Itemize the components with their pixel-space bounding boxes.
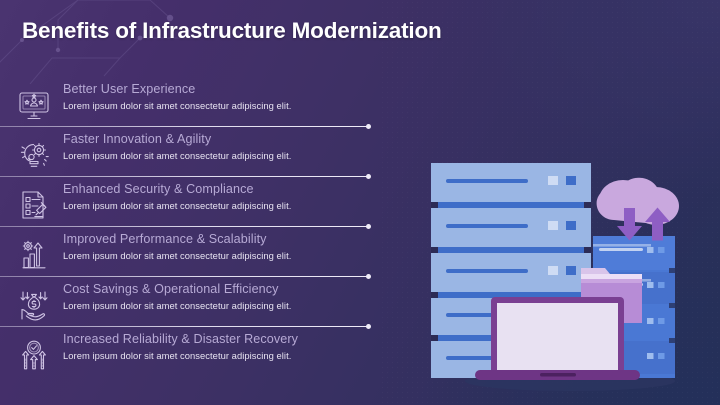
row-divider [0,123,371,130]
list-item[interactable]: Better User Experience Lorem ipsum dolor… [0,80,400,130]
benefit-heading: Cost Savings & Operational Efficiency [63,282,279,296]
list-item[interactable]: Enhanced Security & Compliance Lorem ips… [0,180,400,230]
benefit-body: Lorem ipsum dolor sit amet consectetur a… [63,200,292,211]
row-divider [0,173,371,180]
benefit-body: Lorem ipsum dolor sit amet consectetur a… [63,350,292,361]
bar-chart-gear-arrow-icon [14,235,54,275]
row-divider [0,323,371,330]
server-stack-cloud-laptop-illustration [400,148,720,398]
lightbulb-gears-icon [14,135,54,175]
list-item[interactable]: Increased Reliability & Disaster Recover… [0,330,400,380]
benefit-body: Lorem ipsum dolor sit amet consectetur a… [63,250,292,261]
row-divider [0,223,371,230]
benefit-body: Lorem ipsum dolor sit amet consectetur a… [63,100,292,111]
monitor-users-stars-icon [14,85,54,125]
page-title: Benefits of Infrastructure Modernization [22,18,442,43]
benefit-body: Lorem ipsum dolor sit amet consectetur a… [63,150,292,161]
list-item[interactable]: Improved Performance & Scalability Lorem… [0,230,400,280]
benefit-body: Lorem ipsum dolor sit amet consectetur a… [63,300,292,311]
benefit-heading: Better User Experience [63,82,196,96]
benefit-heading: Faster Innovation & Agility [63,132,212,146]
list-item[interactable]: Cost Savings & Operational Efficiency Lo… [0,280,400,330]
shield-check-up-arrows-icon [14,335,54,375]
cloud-upload-download-icon [596,177,679,241]
hand-money-bag-down-arrows-icon [14,285,54,325]
row-divider [0,273,371,280]
benefit-heading: Improved Performance & Scalability [63,232,267,246]
benefits-list: Better User Experience Lorem ipsum dolor… [0,80,400,380]
checklist-gavel-icon [14,185,54,225]
list-item[interactable]: Faster Innovation & Agility Lorem ipsum … [0,130,400,180]
benefit-heading: Enhanced Security & Compliance [63,182,254,196]
benefit-heading: Increased Reliability & Disaster Recover… [63,332,299,346]
laptop-icon [475,297,640,380]
